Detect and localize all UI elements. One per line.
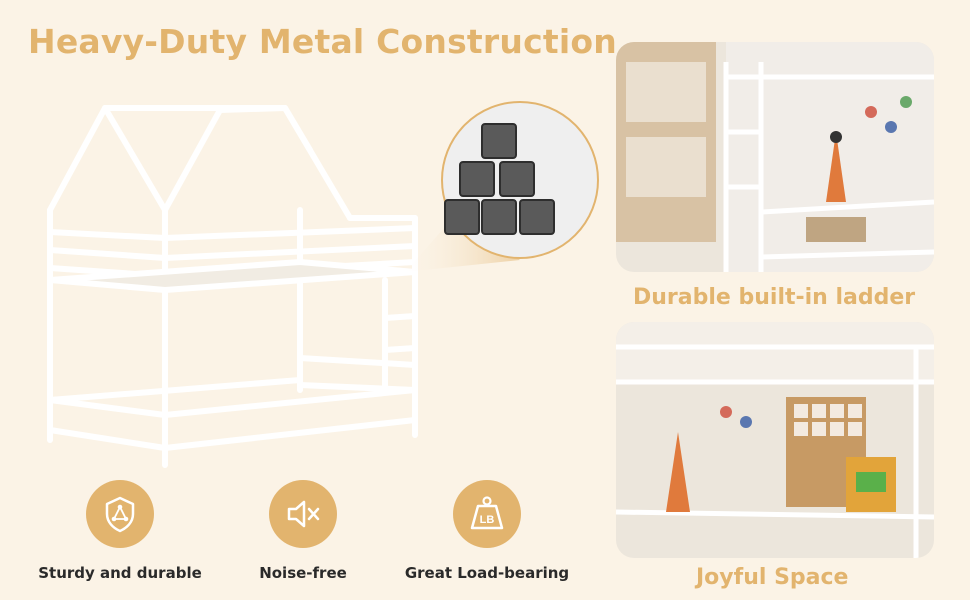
ladder-caption: Durable built-in ladder: [633, 285, 916, 310]
feature-label: Great Load-bearing: [404, 564, 570, 582]
shield-icon: [86, 480, 154, 548]
feature-sturdy: Sturdy and durable: [35, 480, 205, 582]
play-space-photo: [616, 322, 934, 558]
weight-badge-text: LB: [480, 514, 495, 526]
bunk-bed-illustration: [47, 101, 599, 468]
page-headline: Heavy-Duty Metal Construction: [28, 22, 617, 61]
steel-tube-detail: [441, 101, 599, 259]
weight-lb-icon: LB: [453, 480, 521, 548]
feature-label: Noise-free: [259, 564, 347, 582]
feature-noise-free: Noise-free: [218, 480, 388, 582]
feature-label: Sturdy and durable: [38, 564, 202, 582]
mute-speaker-icon: [269, 480, 337, 548]
feature-load-bearing: LB Great Load-bearing: [402, 480, 572, 582]
play-space-caption: Joyful Space: [696, 565, 849, 590]
ladder-photo: [616, 42, 934, 272]
